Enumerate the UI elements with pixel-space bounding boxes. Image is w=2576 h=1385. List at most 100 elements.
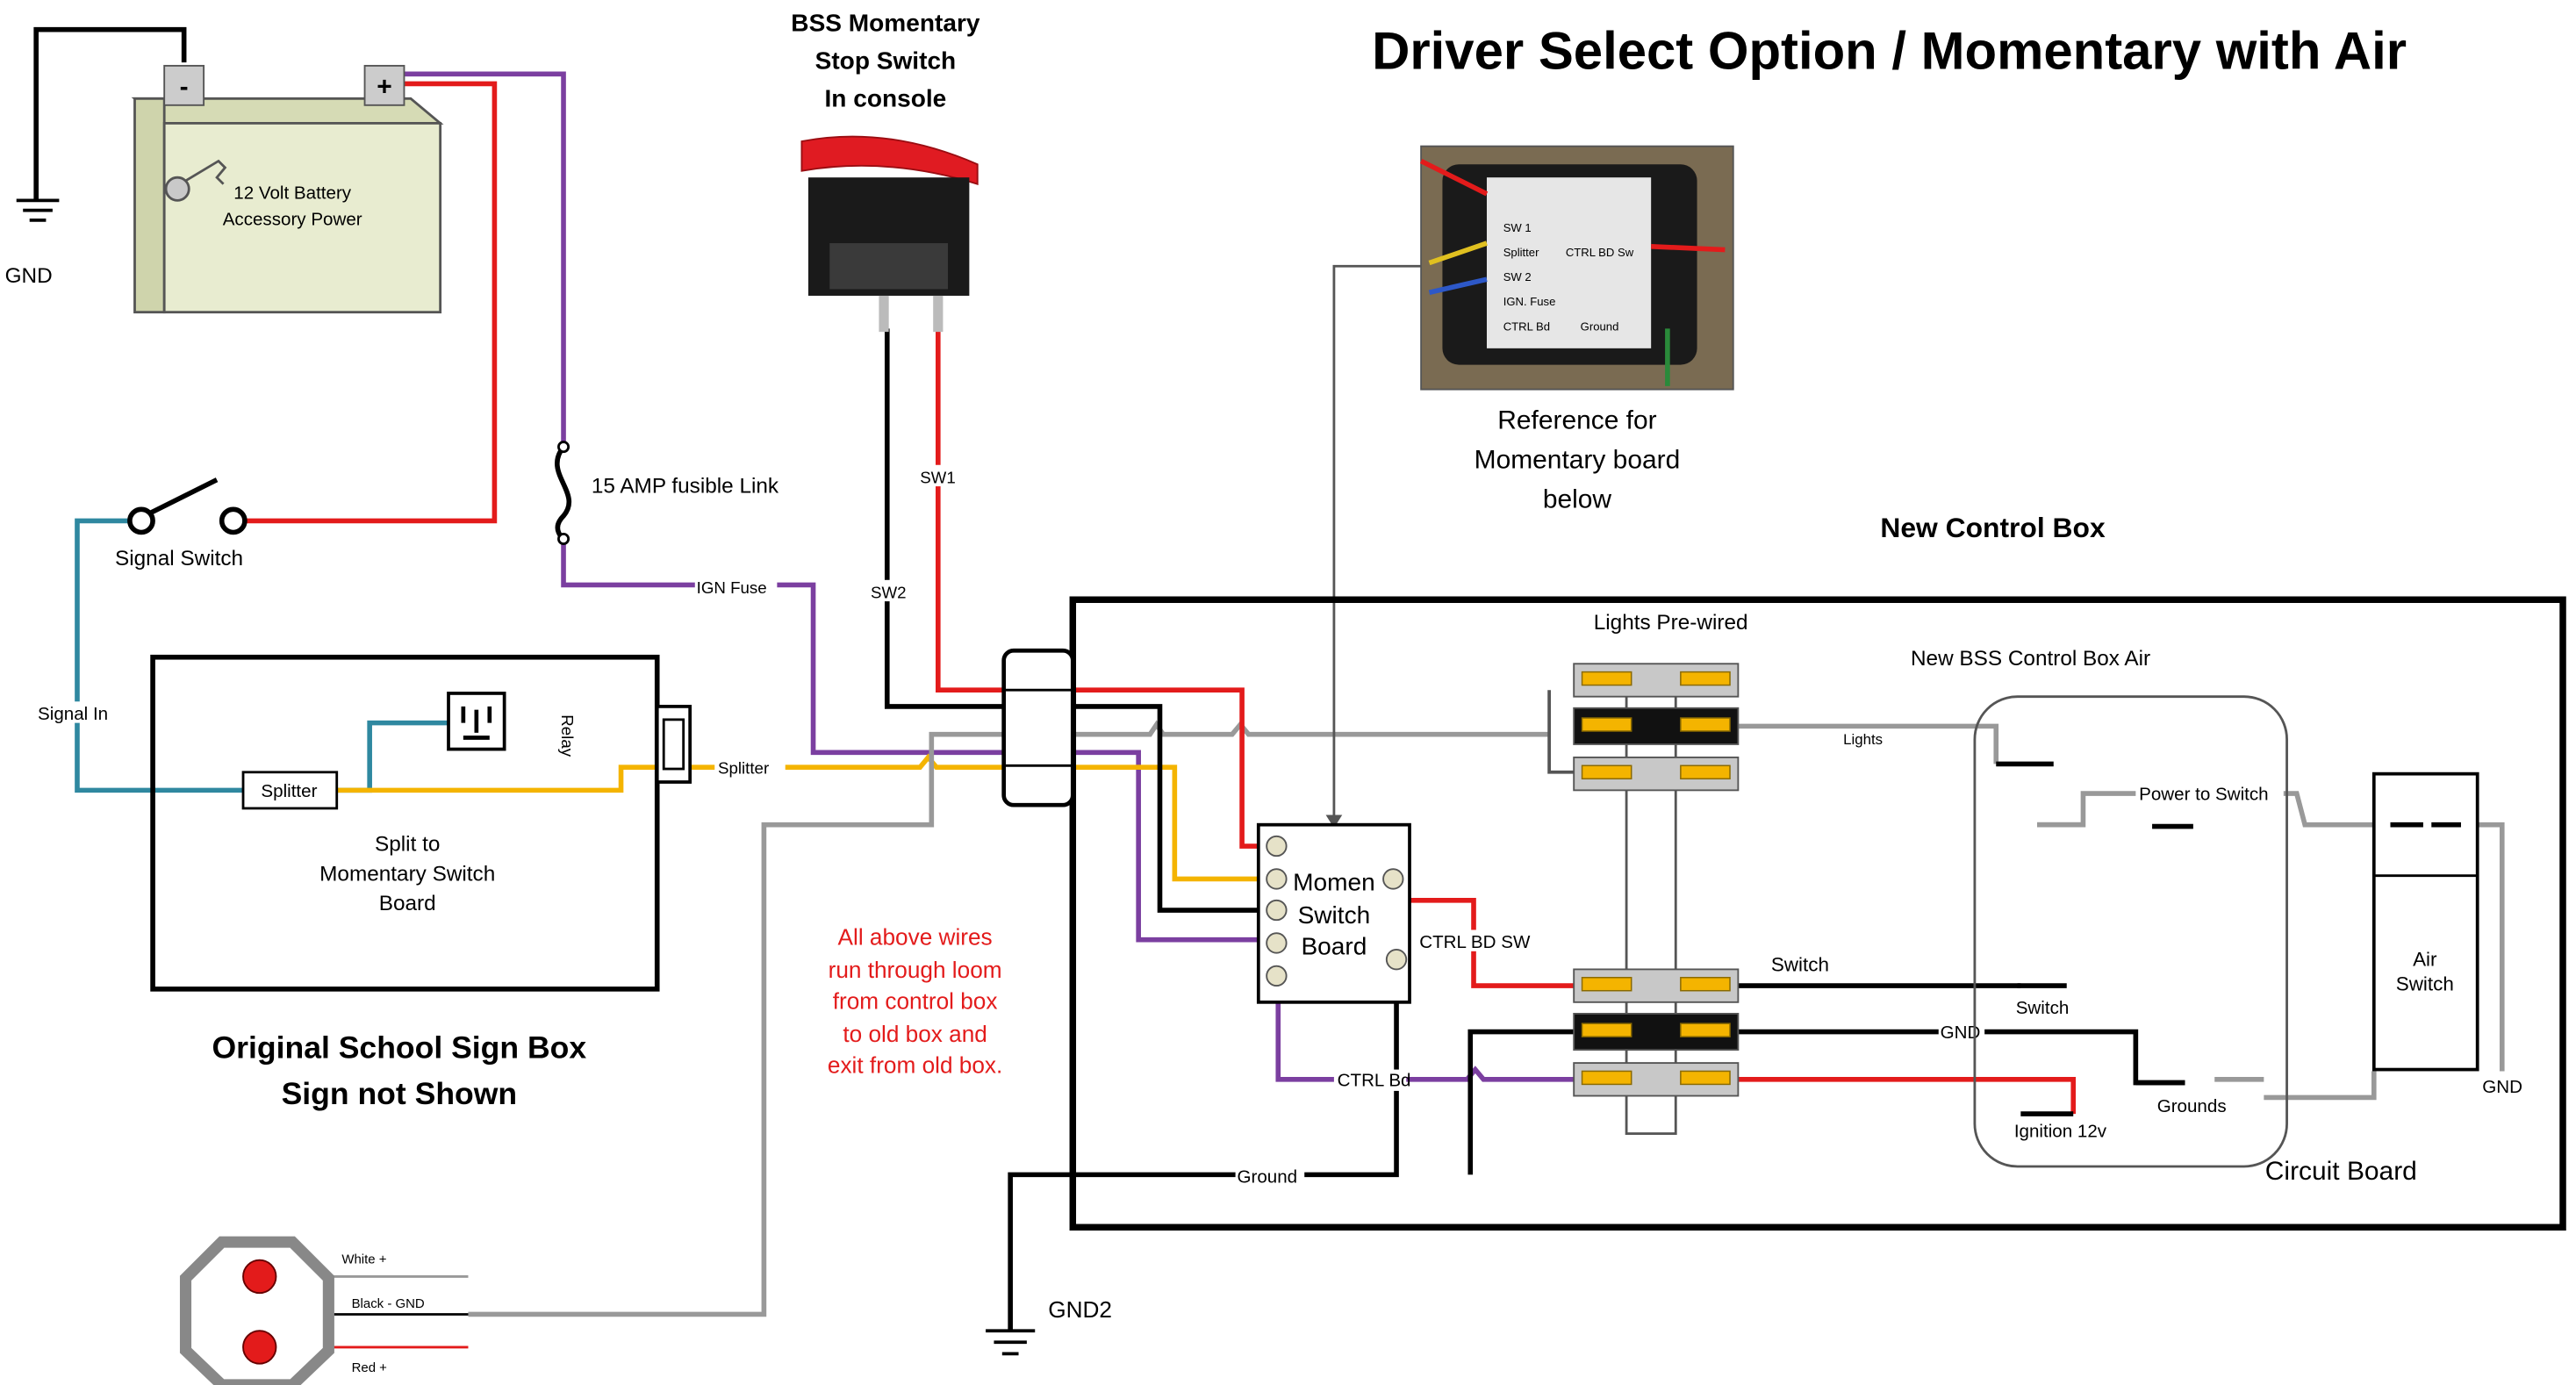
svg-text:SW 2: SW 2 [1503, 270, 1532, 283]
split-to-2: Momentary Switch [319, 862, 495, 886]
sw2-black-wire [884, 328, 1274, 913]
svg-text:to old box and: to old box and [843, 1021, 987, 1047]
sw2-label: SW2 [871, 583, 907, 601]
lights-bus-wire [1547, 690, 1575, 774]
reference-label-3: below [1543, 484, 1612, 513]
positive-symbol: + [377, 73, 391, 102]
switch-wire-label: Switch [1771, 953, 1829, 975]
air-switch [2371, 771, 2479, 1072]
sw1-red-wire [935, 328, 1274, 849]
momen-label-2: Switch [1298, 901, 1371, 929]
gnd2-label: GND2 [1048, 1296, 1112, 1323]
ign-fuse-label: IGN Fuse [697, 578, 767, 597]
svg-text:run through loom: run through loom [829, 957, 1002, 983]
split-to-1: Split to [375, 833, 440, 857]
momen-label-3: Board [1301, 933, 1367, 960]
battery-body [162, 122, 442, 314]
red-wire-label: Red + [352, 1360, 387, 1375]
splitter-yellow-wire [336, 753, 1274, 882]
circuit-board-pads [1996, 761, 2264, 1116]
positive-terminal [363, 64, 405, 106]
lights-prewired-label: Lights Pre-wired [1594, 611, 1748, 635]
terminal-strip-switch [1573, 968, 1740, 1097]
power-to-switch-label: Power to Switch [2139, 785, 2269, 805]
svg-text:Ground: Ground [1581, 319, 1619, 333]
purple-ign-wire-2 [561, 538, 1274, 943]
signal-switch [127, 477, 248, 535]
svg-text:exit from old box.: exit from old box. [828, 1051, 1002, 1078]
old-box-title-1: Original School Sign Box [212, 1030, 587, 1065]
momentary-board-photo: SW 1 Splitter CTRL BD Sw SW 2 IGN. Fuse … [1419, 145, 1734, 391]
lights-wire-label: Lights [1843, 731, 1883, 748]
svg-text:from control box: from control box [833, 987, 998, 1014]
circuit-board-label: Circuit Board [2265, 1157, 2417, 1186]
splitter-box [241, 771, 339, 810]
switch-cb-label: Switch [2016, 998, 2070, 1018]
relay-blue-wire [336, 720, 452, 793]
ground-symbol-gnd2 [986, 1329, 1036, 1356]
gnd-mid-label: GND [1941, 1023, 1981, 1043]
original-sign-box [150, 654, 660, 992]
photo-pointer-arrow [1325, 814, 1343, 829]
svg-text:All above wires: All above wires [838, 923, 993, 950]
svg-text:IGN. Fuse: IGN. Fuse [1503, 295, 1556, 308]
bss-label-3: In console [825, 85, 947, 112]
new-control-box-label: New Control Box [1880, 512, 2106, 543]
loom-grommet [1001, 648, 1075, 807]
battery-red-wire [238, 81, 498, 524]
ground-black-wire [1008, 969, 1399, 1331]
splitter-box-label: Splitter [261, 781, 317, 801]
ignition-label: Ignition 12v [2014, 1121, 2107, 1141]
sw1-label: SW1 [920, 468, 956, 486]
splitter-wire-label: Splitter [718, 759, 769, 778]
gnd-black-wire [1467, 1029, 2185, 1175]
old-box-title-2: Sign not Shown [282, 1076, 518, 1111]
fuse-icon [555, 445, 571, 542]
grounds-label: Grounds [2157, 1096, 2227, 1116]
gnd-right-gray-wire [2264, 1071, 2377, 1101]
air-switch-label-1: Air [2413, 949, 2437, 971]
purple-ign-wire [397, 71, 566, 448]
key-icon [164, 159, 227, 202]
terminal-strip-lights [1573, 663, 1740, 1135]
gnd-left-label: GND [5, 264, 53, 288]
bss-label-2: Stop Switch [815, 47, 957, 75]
fuse-label: 15 AMP fusible Link [592, 475, 779, 499]
signal-switch-label: Signal Switch [115, 547, 243, 571]
gnd-right-label: GND [2482, 1077, 2522, 1097]
relay-label: Relay [558, 714, 577, 757]
ignition-red-wire [1691, 1077, 2077, 1115]
bss-label-1: BSS Momentary [791, 10, 980, 37]
lights-gray-wire [1691, 723, 1999, 764]
ground-symbol-left [16, 198, 60, 222]
ground-wire-label: Ground [1237, 1167, 1297, 1188]
signal-in-label: Signal In [38, 704, 108, 724]
battery-label-2: Accessory Power [223, 209, 362, 229]
svg-text:Splitter: Splitter [1503, 246, 1539, 259]
new-control-box [1069, 596, 2566, 1231]
new-bss-box-label: New BSS Control Box Air [1911, 647, 2150, 671]
split-to-3: Board [379, 892, 436, 915]
loom-note: All above wires run through loom from co… [828, 923, 1002, 1078]
svg-text:CTRL Bd: CTRL Bd [1503, 319, 1550, 333]
stop-sign-icon [179, 1236, 334, 1385]
air-gnd-gray-wire [2475, 822, 2505, 1072]
ctrl-bd-sw-label: CTRL BD SW [1419, 932, 1531, 952]
svg-text:CTRL BD Sw: CTRL BD Sw [1566, 246, 1634, 259]
svg-text:SW 1: SW 1 [1503, 221, 1532, 234]
rocker-switch-image [800, 135, 979, 333]
momentary-switch-board [1256, 822, 1411, 1004]
signal-in-wire [75, 518, 244, 793]
black-wire-label: Black - GND [352, 1296, 425, 1311]
relay-icon [461, 706, 492, 740]
reference-label-2: Momentary board [1475, 445, 1681, 474]
negative-symbol: - [180, 73, 189, 102]
battery-label-1: 12 Volt Battery [233, 183, 352, 204]
momen-label-1: Momen [1293, 869, 1375, 896]
circuit-board [1973, 695, 2288, 1168]
page-title: Driver Select Option / Momentary with Ai… [1372, 22, 2407, 81]
white-wire-label: White + [341, 1252, 386, 1267]
battery-ground-wire [33, 26, 187, 201]
negative-terminal [163, 64, 205, 106]
